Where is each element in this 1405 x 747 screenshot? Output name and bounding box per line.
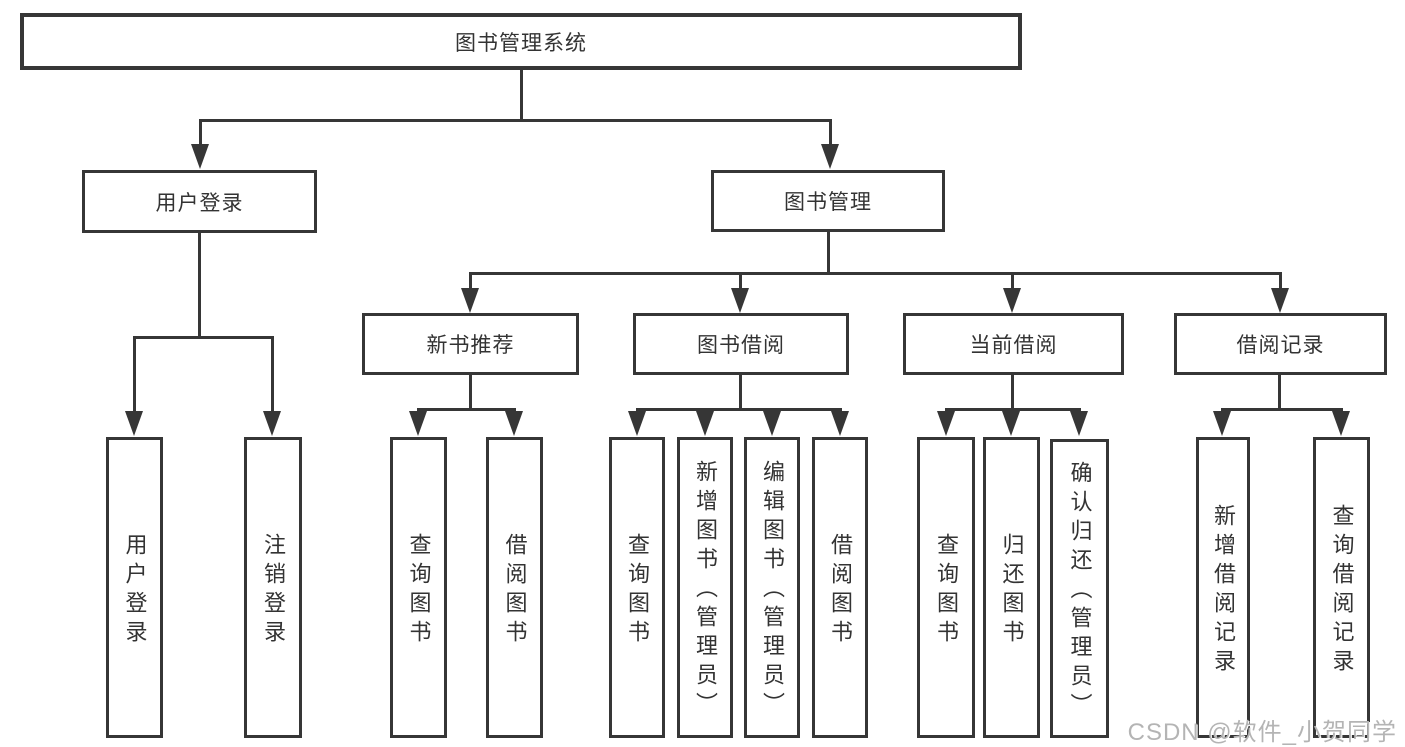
connector-l3-bus bbox=[469, 272, 1282, 275]
node-root: 图书管理系统 bbox=[20, 13, 1022, 70]
arrow-to-g3c bbox=[763, 411, 781, 436]
leaf-cb-confirm-return-admin: 确认归还（管理员） bbox=[1050, 439, 1109, 738]
arrow-to-g2b bbox=[505, 411, 523, 436]
arrow-to-g5a bbox=[1213, 411, 1231, 436]
connector-g2-bus bbox=[417, 408, 516, 411]
arrow-to-g3b bbox=[696, 411, 714, 436]
connector-g4-bus bbox=[945, 408, 1081, 411]
connector-g5-bus bbox=[1221, 408, 1343, 411]
connector-g4-down bbox=[1011, 375, 1014, 411]
node-new-book-rec: 新书推荐 bbox=[362, 313, 579, 375]
csdn-watermark: CSDN @软件_小贺同学 bbox=[1127, 719, 1397, 746]
leaf-br-add-record: 新增借阅记录 bbox=[1196, 437, 1250, 738]
connector-bookmgmt-stem bbox=[829, 119, 832, 151]
leaf-bb-query-book: 查询图书 bbox=[609, 437, 665, 738]
arrow-to-g4a bbox=[937, 411, 955, 436]
leaf-bb-add-book-admin: 新增图书（管理员） bbox=[677, 437, 733, 738]
node-current-borrow: 当前借阅 bbox=[903, 313, 1124, 375]
connector-g3-bus bbox=[636, 408, 842, 411]
arrow-to-borrow-records bbox=[1271, 288, 1289, 313]
connector-g3-down bbox=[739, 375, 742, 411]
arrow-to-g4c bbox=[1070, 411, 1088, 436]
leaf-bb-edit-book-admin: 编辑图书（管理员） bbox=[744, 437, 800, 738]
connector-g1b-stem bbox=[271, 336, 274, 414]
connector-l2-bus bbox=[199, 119, 832, 122]
arrow-to-book-mgmt bbox=[821, 144, 839, 169]
leaf-br-query-record: 查询借阅记录 bbox=[1313, 437, 1370, 738]
leaf-nbr-query-book: 查询图书 bbox=[390, 437, 447, 738]
node-user-login: 用户登录 bbox=[82, 170, 317, 233]
arrow-to-g3d bbox=[831, 411, 849, 436]
connector-userlogin-stem bbox=[199, 119, 202, 151]
arrow-to-g4b bbox=[1002, 411, 1020, 436]
arrow-to-book-borrow bbox=[731, 288, 749, 313]
node-borrow-records: 借阅记录 bbox=[1174, 313, 1387, 375]
leaf-cb-return-book: 归还图书 bbox=[983, 437, 1040, 738]
arrow-to-g1a bbox=[125, 411, 143, 436]
leaf-cb-query-book: 查询图书 bbox=[917, 437, 975, 738]
arrow-to-g3a bbox=[628, 411, 646, 436]
leaf-nbr-borrow-book: 借阅图书 bbox=[486, 437, 543, 738]
connector-bookmgmt-down bbox=[827, 231, 830, 275]
arrow-to-current-borrow bbox=[1003, 288, 1021, 313]
connector-borrow-stem bbox=[739, 272, 742, 294]
connector-g5-down bbox=[1278, 375, 1281, 411]
connector-userlogin-down bbox=[198, 232, 201, 338]
connector-g1-bus bbox=[133, 336, 274, 339]
leaf-logout: 注销登录 bbox=[244, 437, 302, 738]
leaf-user-login: 用户登录 bbox=[106, 437, 163, 738]
arrow-to-new-book bbox=[461, 288, 479, 313]
connector-g2-down bbox=[469, 375, 472, 411]
node-book-borrow: 图书借阅 bbox=[633, 313, 849, 375]
arrow-to-g5b bbox=[1332, 411, 1350, 436]
connector-root-stub bbox=[520, 68, 523, 121]
arrow-to-g2a bbox=[409, 411, 427, 436]
node-book-mgmt: 图书管理 bbox=[711, 170, 945, 232]
connector-newbook-stem bbox=[469, 272, 472, 294]
leaf-bb-borrow-book: 借阅图书 bbox=[812, 437, 868, 738]
arrow-to-user-login bbox=[191, 144, 209, 169]
connector-g1a-stem bbox=[133, 336, 136, 414]
connector-current-stem bbox=[1011, 272, 1014, 294]
arrow-to-g1b bbox=[263, 411, 281, 436]
connector-records-stem bbox=[1279, 272, 1282, 294]
